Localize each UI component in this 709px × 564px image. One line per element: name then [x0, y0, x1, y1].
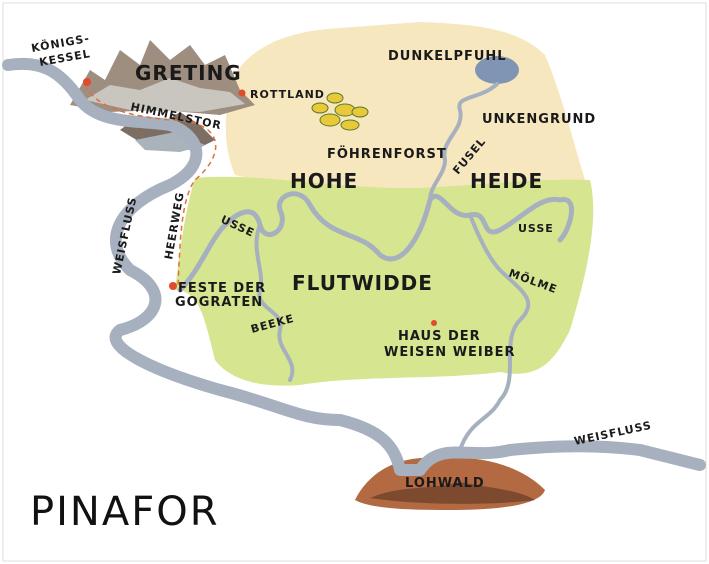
- label-greting: GRETING: [135, 61, 242, 85]
- moelme-river: [458, 213, 531, 452]
- label-dunkelpfuhl: DUNKELPFUHL: [388, 49, 507, 64]
- map-title: PINAFOR: [30, 489, 220, 535]
- label-lohwald: LOHWALD: [405, 476, 485, 491]
- koenigskessel-marker[interactable]: [83, 78, 91, 86]
- beeke-river: [254, 223, 295, 382]
- label-rottland: ROTTLAND: [250, 88, 325, 101]
- rottland-marker[interactable]: [238, 89, 246, 97]
- label-unkengrund: UNKENGRUND: [482, 112, 596, 127]
- heath-region: [225, 22, 585, 191]
- dunkelpfuhl-lake: [475, 56, 519, 84]
- feste-marker[interactable]: [169, 282, 177, 290]
- label-haus-2: WEISEN WEIBER: [384, 345, 516, 360]
- label-flutwidde: FLUTWIDDE: [292, 271, 433, 295]
- heerweg-path: [84, 84, 217, 286]
- foehrenforst-trees: [311, 92, 369, 131]
- weissfluss-river: [2, 57, 706, 476]
- label-haus: HAUS DER: [398, 329, 481, 344]
- label-usse-east: USSE: [518, 222, 554, 235]
- haus-marker[interactable]: [431, 320, 437, 326]
- fusel-river: [428, 82, 499, 202]
- label-heide: HEIDE: [470, 169, 543, 193]
- label-feste-2: GOGRATEN: [175, 295, 263, 310]
- label-hohe: HOHE: [290, 169, 358, 193]
- usse-river: [177, 191, 575, 293]
- label-foehrenforst: FÖHRENFORST: [327, 146, 447, 162]
- label-feste: FESTE DER: [178, 281, 266, 296]
